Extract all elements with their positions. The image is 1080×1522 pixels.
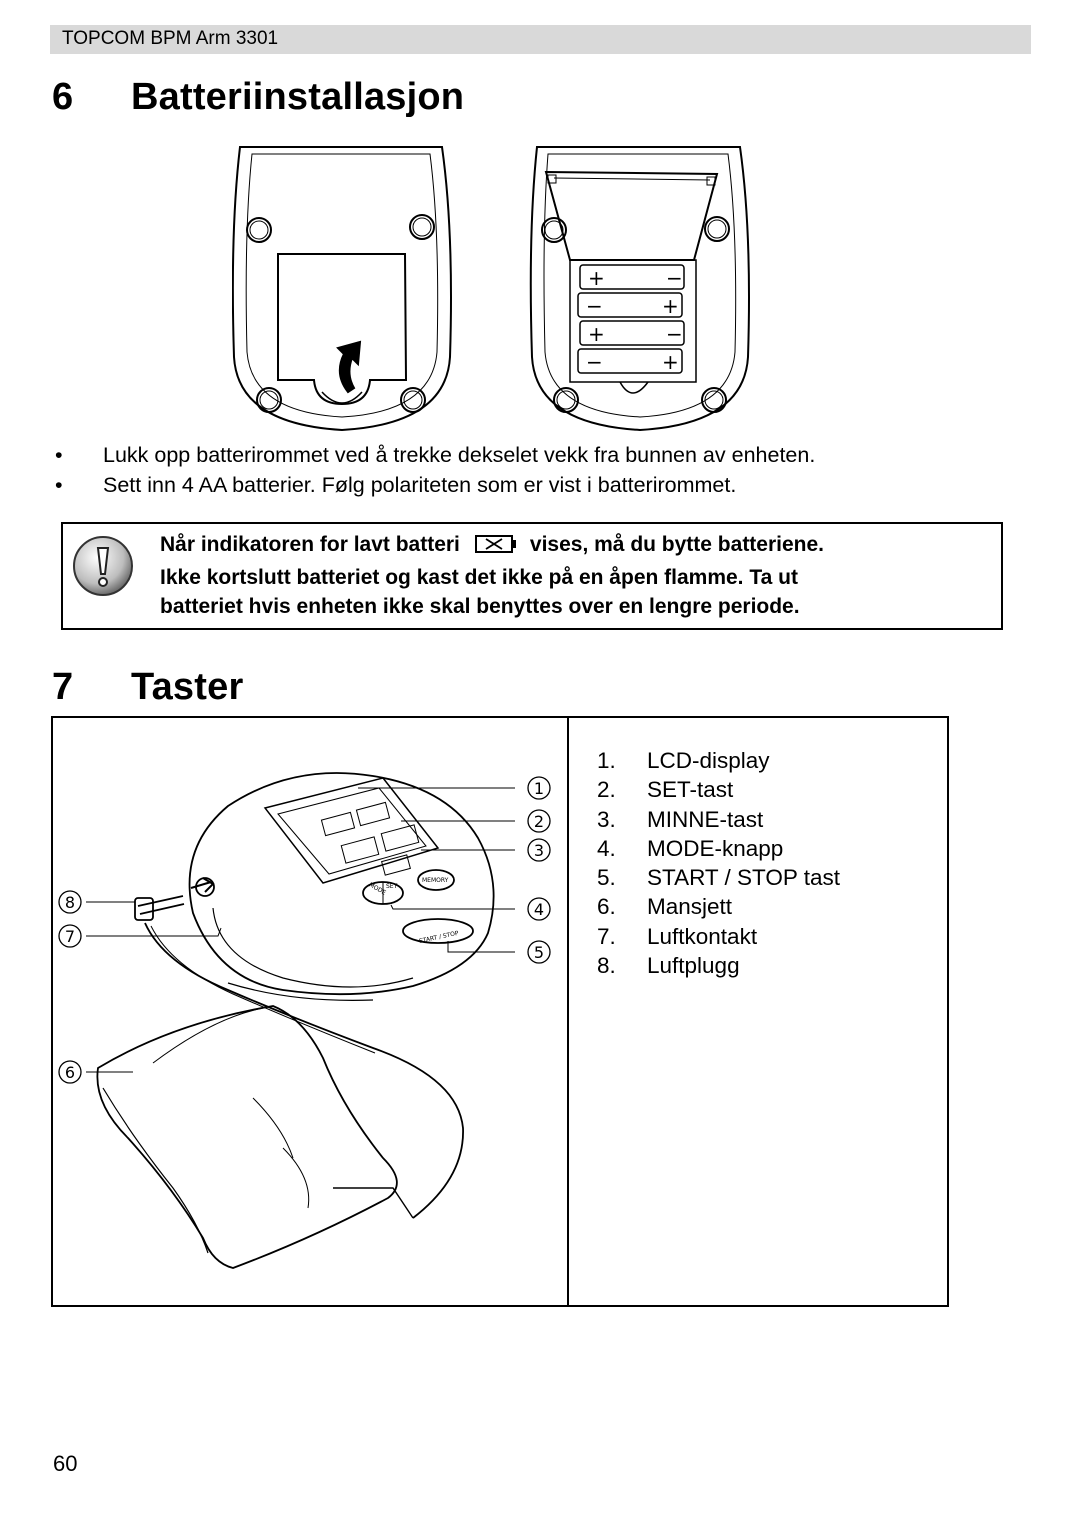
instruction-text: Sett inn 4 AA batterier. Følg polaritete… — [103, 473, 737, 497]
device-diagram: 1 2 3 4 5 6 7 8 START / STOP MODE SET ME… — [53, 718, 567, 1310]
battery-illustration: + − − + + − − + — [231, 146, 750, 432]
header-bar: TOPCOM BPM Arm 3301 — [50, 25, 1031, 54]
warning-line-1-start: Når indikatoren for lavt batteri — [160, 533, 460, 556]
bullet-marker: • — [55, 443, 63, 467]
battery-1-right-polarity: − — [666, 266, 683, 290]
battery-2-left-polarity: − — [586, 294, 603, 318]
section-7-title: Taster — [131, 666, 244, 708]
device-body — [188, 772, 495, 996]
legend-number: 1. — [597, 748, 616, 773]
warning-line-3: batteriet hvis enheten ikke skal benytte… — [160, 595, 800, 618]
battery-4-left-polarity: − — [586, 350, 603, 374]
legend-label: Luftplugg — [647, 953, 740, 979]
section-7-heading: 7 Taster — [52, 666, 652, 711]
legend-number: 8. — [597, 953, 616, 979]
legend-number: 5. — [597, 865, 616, 891]
callout-1: 1 — [534, 779, 544, 798]
header-title: TOPCOM BPM Arm 3301 — [62, 28, 279, 49]
section-6-heading: 6 Batteriinstallasjon — [52, 76, 652, 121]
legend-number: 6. — [597, 894, 616, 920]
section-6-title: Batteriinstallasjon — [131, 76, 465, 118]
battery-installation-figure: + − − + + − − + — [231, 142, 752, 442]
section-7-number: 7 — [52, 666, 74, 708]
warning-box: Når indikatoren for lavt batteri vises, m… — [61, 522, 1003, 630]
battery-3-left-polarity: + — [588, 322, 605, 346]
legend-number: 7. — [597, 923, 616, 949]
memory-button-shape — [417, 869, 455, 891]
low-battery-icon — [474, 533, 518, 563]
instruction-list: • Lukk opp batterirommet ved å trekke de… — [55, 443, 1015, 503]
mode-button-label: MODE — [368, 881, 388, 896]
battery-1-left-polarity: + — [588, 266, 605, 290]
battery-2-right-polarity: + — [662, 294, 679, 318]
legend-label: MODE-knapp — [647, 835, 784, 861]
memory-button-label: MEMORY — [422, 877, 449, 884]
warning-line-2: Ikke kortslutt batteriet og kast det ikk… — [160, 565, 798, 589]
callout-4: 4 — [534, 900, 544, 919]
legend-number: 4. — [597, 835, 616, 861]
warning-text: Når indikatoren for lavt batteri vises, m… — [160, 530, 990, 622]
keys-table: 1 2 3 4 5 6 7 8 START / STOP MODE SET ME… — [51, 716, 949, 1307]
legend-label: SET-tast — [647, 777, 734, 803]
cuff-shape — [96, 1005, 398, 1269]
callout-8: 8 — [65, 893, 75, 912]
instruction-item: • Lukk opp batterirommet ved å trekke de… — [55, 443, 1015, 473]
table-divider — [567, 718, 569, 1305]
instruction-item: • Sett inn 4 AA batterier. Følg polarite… — [55, 473, 1015, 503]
exclamation-icon — [71, 534, 135, 603]
legend-label: Luftkontakt — [647, 923, 758, 949]
page-number: 60 — [53, 1451, 78, 1476]
device-bottom-open — [529, 146, 750, 432]
battery-4-right-polarity: + — [662, 350, 679, 374]
callout-7: 7 — [65, 927, 75, 946]
battery-3-right-polarity: − — [666, 322, 683, 346]
callout-5: 5 — [534, 943, 544, 962]
legend-label: MINNE-tast — [647, 806, 764, 832]
warning-line-1-end: vises, må du bytte batteriene. — [529, 533, 825, 556]
legend-label: LCD-display — [647, 748, 770, 773]
callout-2: 2 — [534, 812, 544, 831]
legend-label: START / STOP tast — [647, 865, 840, 891]
callout-3: 3 — [534, 841, 544, 860]
warning-line-1: Når indikatoren for lavt batteri vises, m… — [160, 530, 990, 563]
section-6-number: 6 — [52, 76, 74, 118]
device-bottom-closed — [231, 146, 452, 432]
legend-label: Mansjett — [647, 894, 733, 920]
instruction-text: Lukk opp batterirommet ved å trekke deks… — [103, 443, 816, 467]
legend-number: 2. — [597, 777, 616, 803]
legend-number: 3. — [597, 806, 616, 832]
bullet-marker: • — [55, 473, 63, 497]
set-button-label: SET — [386, 883, 398, 890]
callout-6: 6 — [65, 1063, 75, 1082]
device-illustration: 1 2 3 4 5 6 7 8 START / STOP MODE SET ME… — [58, 772, 551, 1269]
lcd-display-shape — [263, 777, 440, 884]
start-stop-button-shape — [402, 918, 474, 944]
